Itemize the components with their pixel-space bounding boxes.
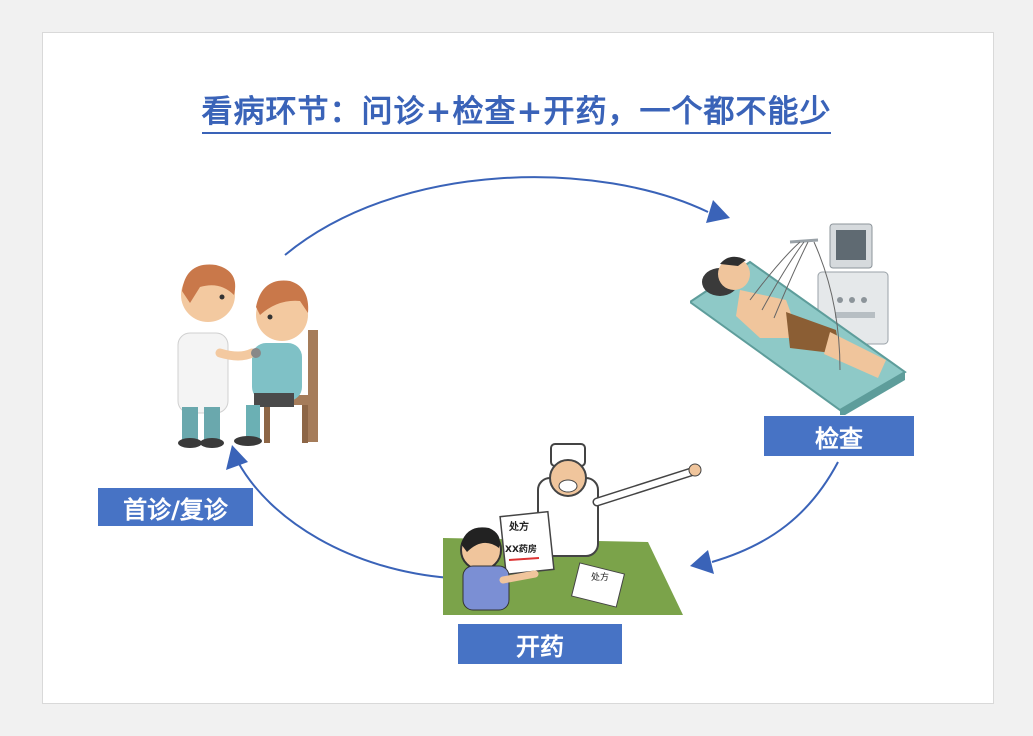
- examination-illustration: [690, 223, 907, 415]
- stage-exam-label: 检查: [764, 416, 914, 456]
- arrow-exam-to-prescribe: [711, 461, 839, 563]
- stage-consult-label: 首诊/复诊: [98, 488, 253, 526]
- arrow-prescribe-to-consult: [237, 461, 451, 579]
- prescription-heading: 处方: [508, 520, 529, 533]
- small-prescription-heading: 处方: [591, 571, 609, 583]
- small-prescription-sheet: 处方: [570, 562, 626, 608]
- arrowhead-exam: [706, 200, 730, 223]
- stage-prescribe-label: 开药: [458, 624, 622, 664]
- arrowhead-consult: [226, 445, 248, 470]
- arrowhead-prescribe: [690, 550, 714, 574]
- arrow-consult-to-exam: [284, 176, 709, 256]
- consultation-illustration: [177, 264, 318, 448]
- prescription-pharmacy: XX药房: [505, 543, 537, 555]
- prescription-sheet: 处方 XX药房: [499, 510, 555, 576]
- page-title: 看病环节：问诊+检查+开药，一个都不能少: [0, 86, 1033, 134]
- prescription-illustration: 处方 XX药房 处方: [443, 443, 702, 615]
